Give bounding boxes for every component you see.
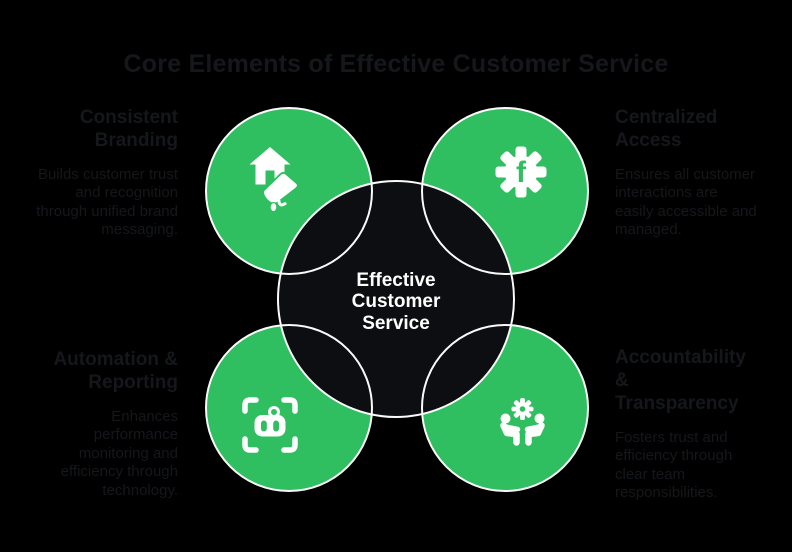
quadrant-consistent-branding: Consistent Branding Builds customer trus… <box>18 107 178 240</box>
quadrant-accountability-transparency: Accountability & Transparency Fosters tr… <box>615 347 787 503</box>
quadrant-body: Enhances performance monitoring and effi… <box>60 407 178 499</box>
quadrant-centralized-access: Centralized Access Ensures all customer … <box>615 107 787 240</box>
quadrant-body: Ensures all customer interactions are ea… <box>615 165 757 239</box>
circle-outlines <box>205 107 589 492</box>
page-title: Core Elements of Effective Customer Serv… <box>123 50 669 78</box>
megaphone <box>262 171 299 213</box>
quadrant-automation-reporting: Automation & Reporting Enhances performa… <box>18 349 178 500</box>
house-megaphone-icon <box>249 147 299 213</box>
team-gear-icon <box>500 398 545 446</box>
scan-brackets <box>242 397 298 453</box>
quadrant-heading: Centralized Access <box>615 107 718 151</box>
person-left <box>500 413 521 446</box>
gear-f-icon: f <box>495 146 547 198</box>
robot-scan-icon <box>242 397 298 453</box>
quadrant-heading: Automation & Reporting <box>53 349 178 393</box>
quadrant-body: Fosters trust and efficiency through cle… <box>615 428 733 502</box>
robot-eyes <box>261 420 279 432</box>
robot-head <box>254 415 286 437</box>
person-right <box>524 413 545 446</box>
center-circle <box>278 181 514 417</box>
quadrant-heading: Accountability & Transparency <box>615 347 746 414</box>
center-label: Effective Customer Service <box>351 270 441 334</box>
small-gear <box>511 398 534 420</box>
quadrant-heading: Consistent Branding <box>79 107 178 151</box>
letter-f: f <box>516 156 527 189</box>
quadrant-body: Builds customer trust and recognition th… <box>36 165 178 239</box>
